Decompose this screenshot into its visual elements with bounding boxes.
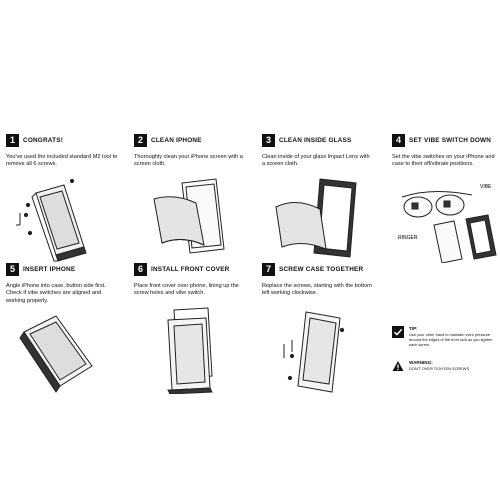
step-number: 2 <box>134 133 147 147</box>
step-title: INSERT IPHONE <box>23 265 76 273</box>
step-number: 4 <box>392 133 405 147</box>
step-title: CLEAN IPHONE <box>151 136 202 144</box>
clean-glass-illustration <box>275 178 357 258</box>
checkmark-icon <box>392 326 404 338</box>
step-number: 3 <box>262 133 275 147</box>
warning-box: WARNING: DON'T OVER TIGHTEN SCREWS. <box>392 360 497 394</box>
step-text: Angle iPhone into case, button side firs… <box>6 283 106 304</box>
step-number: 6 <box>134 262 147 276</box>
tip-box: TIP: Use your other hand to maintain eve… <box>392 326 497 360</box>
step-number: 5 <box>6 262 19 276</box>
insert-iphone-illustration <box>19 315 93 393</box>
step-title: CONGRATS! <box>23 136 64 144</box>
step-title: CLEAN INSIDE GLASS <box>279 136 352 144</box>
step-7: 7 SCREW CASE TOGETHER Replace the screws… <box>262 262 377 497</box>
warning-label: WARNING: <box>409 360 433 365</box>
ringer-label: RINGER <box>398 235 418 241</box>
step-title: SET VIBE SWITCH DOWN <box>409 136 492 144</box>
tip-label: TIP: <box>409 326 418 331</box>
clean-iphone-illustration <box>153 178 225 254</box>
step-text: You've used the included standard M2 too… <box>6 154 118 168</box>
tips-panel: TIP: Use your other hand to maintain eve… <box>392 326 497 394</box>
step-6: 6 INSTALL FRONT COVER Place front cover … <box>134 262 249 497</box>
step-title: SCREW CASE TOGETHER <box>279 265 364 273</box>
vibe-label: VIBE <box>480 184 492 190</box>
step-number: 1 <box>6 133 19 147</box>
step-text: Thoroughly clean your iPhone screen with… <box>134 154 243 168</box>
step-5: 5 INSERT IPHONE Angle iPhone into case, … <box>6 262 121 497</box>
step-number: 7 <box>262 262 275 276</box>
tip-text: Use your other hand to maintain even pre… <box>409 332 493 347</box>
step-text: Clean inside of your glass Impact Lens w… <box>262 154 370 168</box>
vibe-switch-illustration: VIBE RINGER <box>398 184 497 263</box>
case-open-illustration <box>16 178 87 262</box>
step-text: Replace the screws, starting with the bo… <box>262 283 372 297</box>
step-text: Place front cover over phone, lining up … <box>134 283 239 297</box>
step-text: Set the vibe switches on your iPhone and… <box>392 154 495 168</box>
step-1: 1 CONGRATS! You've used the included sta… <box>6 133 121 368</box>
step-3: 3 CLEAN INSIDE GLASS Clean inside of you… <box>262 133 377 368</box>
step-title: INSTALL FRONT COVER <box>151 265 230 273</box>
warning-text: DON'T OVER TIGHTEN SCREWS. <box>409 366 471 371</box>
warning-icon <box>392 361 404 371</box>
step-4: 4 SET VIBE SWITCH DOWN Set the vibe swit… <box>392 133 500 368</box>
screw-case-illustration <box>283 311 345 393</box>
front-cover-illustration <box>167 307 213 394</box>
step-2: 2 CLEAN IPHONE Thoroughly clean your iPh… <box>134 133 249 368</box>
